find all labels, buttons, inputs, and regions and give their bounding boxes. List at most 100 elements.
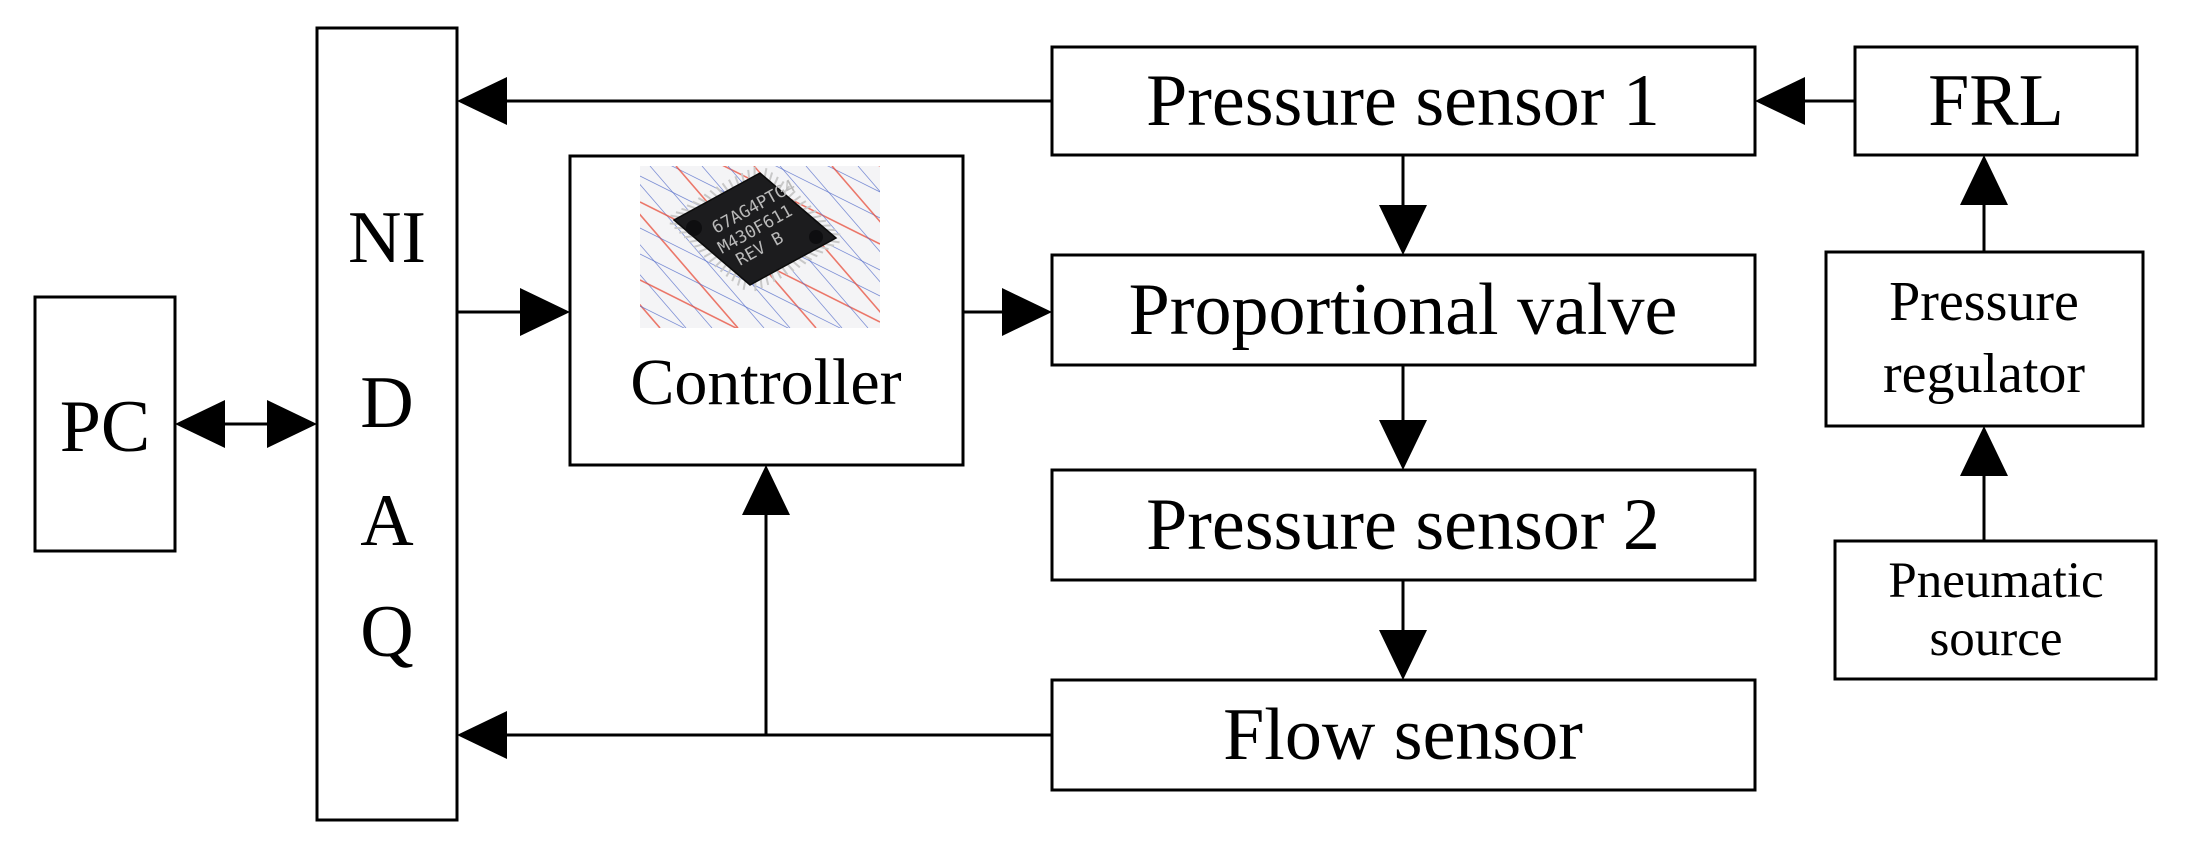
daq-label-line-2: D (360, 362, 413, 444)
frl-block: FRL (1853, 45, 2139, 157)
chip-pin (797, 257, 807, 265)
chip-pin (807, 210, 817, 215)
flow-sensor-label: Flow sensor (1223, 694, 1583, 776)
pc-daq-bidirectional-arrow (175, 400, 317, 448)
chip-pin (692, 200, 702, 207)
chip-pin (797, 200, 807, 207)
microcontroller-chip-image: 67AG4PTG4 M430F611 REV B (640, 166, 880, 660)
chip-pin (765, 275, 770, 286)
pneumatic-source-label-line-1: Pneumatic (1888, 553, 2103, 609)
chip-pin (803, 254, 813, 261)
chip-pin (778, 181, 785, 190)
chip-pin (802, 205, 812, 211)
chip-pin (721, 182, 729, 192)
chip-pin (770, 272, 776, 283)
chip-pin (782, 185, 791, 194)
pressure-sensor-2-label: Pressure sensor 2 (1146, 484, 1660, 566)
chip-grid-line (779, 166, 880, 283)
chip-pin (781, 266, 789, 276)
valve-to-pressure-sensor-2-arrow (1379, 365, 1427, 470)
chip-pin (734, 175, 740, 186)
pressure-regulator-block: Pressure regulator (1824, 250, 2145, 428)
pc-label: PC (60, 386, 151, 468)
chip-pin (670, 214, 680, 219)
chip-pin (792, 195, 802, 203)
pc-block: PC (33, 295, 177, 553)
chip-pin (814, 248, 824, 254)
pressure-sensor-2-to-flow-sensor-arrow (1379, 580, 1427, 680)
chip-grid-line (640, 279, 738, 328)
chip-grid-line (775, 166, 880, 219)
chip-pin (698, 247, 708, 253)
pressure-sensor-1-label: Pressure sensor 1 (1146, 60, 1660, 142)
chip-pin (731, 272, 737, 282)
flow-sensor-block: Flow sensor (1050, 678, 1757, 792)
chip-pin (740, 172, 745, 183)
chip-pin (688, 239, 698, 244)
controller-to-valve-arrow (963, 288, 1052, 336)
daq-label-line-3: A (360, 480, 413, 562)
chip-pin (697, 197, 707, 204)
pressure-regulator-label-line-2: regulator (1883, 343, 2085, 405)
controller-label: Controller (630, 346, 901, 419)
pneumatic-source-label-line-2: source (1929, 611, 2062, 667)
flow-sensor-to-controller-arrow (742, 465, 790, 735)
pressure-sensor-2-block: Pressure sensor 2 (1050, 468, 1757, 582)
chip-grid-line (640, 227, 841, 328)
ni-daq-block: NI D A Q (315, 26, 459, 822)
frl-to-pressure-sensor-1-arrow (1755, 77, 1855, 125)
chip-grid-line (640, 540, 880, 660)
chip-pin (703, 193, 713, 201)
chip-pin (669, 222, 679, 226)
proportional-valve-label: Proportional valve (1129, 269, 1678, 351)
chip-grid-line (640, 305, 685, 328)
chip-pin (768, 172, 774, 182)
chip-pin (786, 263, 795, 272)
chip-grid-line (805, 166, 880, 253)
chip-grid-line (640, 514, 880, 634)
chip-pin (819, 245, 829, 251)
chip-grid-line (878, 166, 880, 167)
chip-pin (719, 264, 728, 273)
chip-pin (763, 168, 768, 178)
daq-to-controller-arrow (457, 288, 570, 336)
pneumatic-source-block: Pneumatic source (1833, 539, 2158, 681)
pressure-sensor-1-to-valve-arrow (1379, 155, 1427, 255)
chip-pin (736, 276, 742, 286)
controller-block: 67AG4PTG4 M430F611 REV B Controller (568, 154, 965, 660)
chip-pin (683, 235, 694, 239)
pressure-sensor-1-to-daq-arrow (457, 77, 1052, 125)
chip-pin (812, 214, 822, 219)
pressure-regulator-label-line-1: Pressure (1889, 271, 2079, 333)
chip-grid-line (640, 244, 713, 328)
chip-pin (693, 243, 703, 248)
chip-pin (703, 251, 713, 258)
chip-grid-line (831, 166, 880, 223)
flow-sensor-to-daq-arrow (457, 711, 1052, 759)
chip-pin (686, 204, 696, 210)
frl-label: FRL (1928, 60, 2064, 142)
chip-pin (808, 251, 818, 258)
chip-pin (709, 189, 718, 198)
chip-pin (742, 280, 747, 290)
chip-pin (792, 260, 801, 269)
chip-grid-line (827, 166, 880, 193)
chip-pin (725, 268, 732, 277)
chip-pin (681, 207, 691, 213)
chip-pin (825, 242, 835, 247)
chip-pin (728, 179, 735, 189)
chip-pin (675, 211, 685, 216)
chip-pin (775, 269, 782, 279)
chip-pin (715, 186, 724, 195)
chip-grid-line (640, 253, 789, 328)
chip-grid-line (640, 274, 687, 328)
chip-pin (816, 219, 827, 223)
chip-grid-line (640, 213, 739, 328)
daq-label-line-4: Q (360, 591, 413, 673)
chip-pin (747, 169, 751, 179)
chip-pin (714, 259, 723, 268)
chip-pin (831, 232, 841, 236)
source-to-regulator-arrow (1960, 426, 2008, 541)
daq-label-line-1: NI (348, 197, 426, 279)
